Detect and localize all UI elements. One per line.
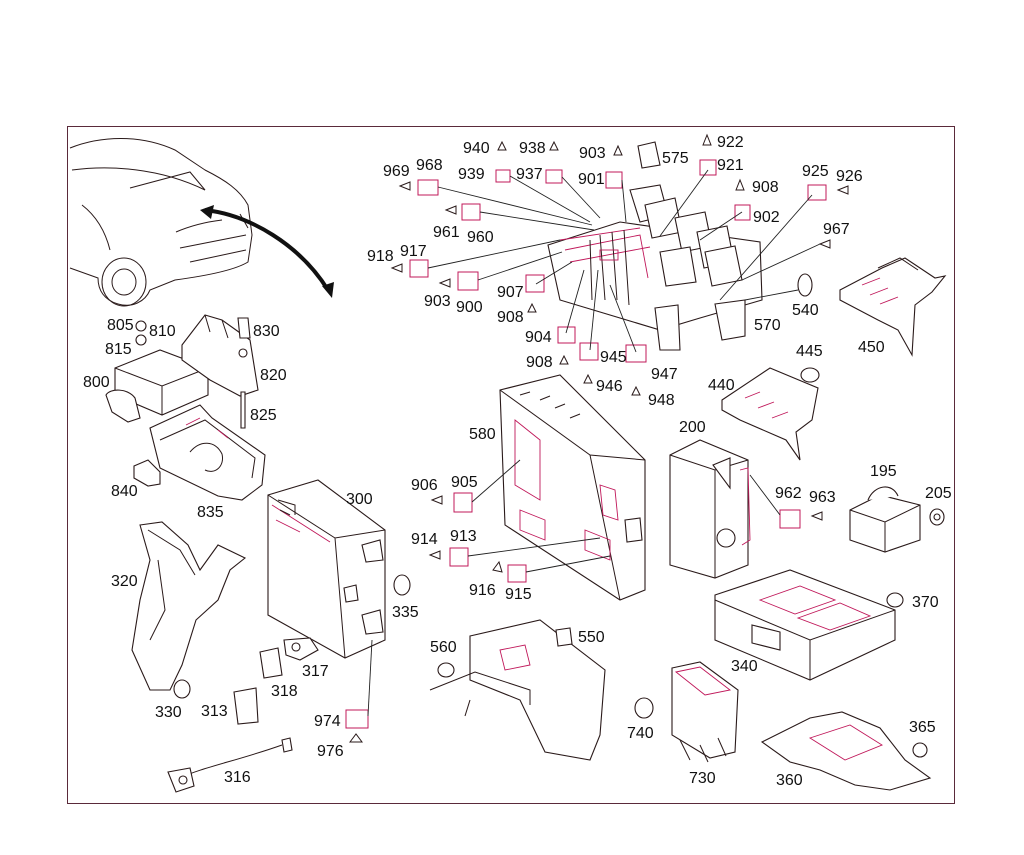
- label-550: 550: [578, 629, 605, 646]
- label-903: 903: [579, 145, 606, 162]
- label-916: 916: [469, 582, 496, 599]
- label-925: 925: [802, 163, 829, 180]
- label-560: 560: [430, 639, 457, 656]
- label-825: 825: [250, 407, 277, 424]
- label-967: 967: [823, 221, 850, 238]
- label-918: 918: [367, 248, 394, 265]
- bracket-360: [760, 711, 932, 791]
- label-946: 946: [596, 378, 623, 395]
- label-805: 805: [107, 317, 134, 334]
- label-938: 938: [519, 140, 546, 157]
- label-370: 370: [912, 594, 939, 611]
- fuse-relay-box-570: [547, 184, 763, 351]
- label-902: 902: [753, 209, 780, 226]
- label-335: 335: [392, 604, 419, 621]
- label-917: 917: [400, 243, 427, 260]
- label-360: 360: [776, 772, 803, 789]
- label-901: 901: [578, 171, 605, 188]
- label-945: 945: [600, 349, 627, 366]
- label-900: 900: [456, 299, 483, 316]
- label-205: 205: [925, 485, 952, 502]
- control-unit-340: [714, 569, 904, 681]
- label-908: 908: [497, 309, 524, 326]
- label-445: 445: [796, 343, 823, 360]
- label-730: 730: [689, 770, 716, 787]
- label-316: 316: [224, 769, 251, 786]
- label-960: 960: [467, 229, 494, 246]
- label-908: 908: [752, 179, 779, 196]
- label-200: 200: [679, 419, 706, 436]
- bracket-450: [839, 257, 947, 357]
- label-365: 365: [909, 719, 936, 736]
- control-unit-200: [669, 439, 823, 579]
- control-unit-195: [849, 486, 945, 553]
- label-937: 937: [516, 166, 543, 183]
- housing-835: [133, 404, 266, 501]
- diagram-frame: [67, 126, 955, 804]
- label-575: 575: [662, 150, 689, 167]
- label-968: 968: [416, 157, 443, 174]
- label-976: 976: [317, 743, 344, 760]
- label-947: 947: [651, 366, 678, 383]
- label-969: 969: [383, 163, 410, 180]
- label-962: 962: [775, 485, 802, 502]
- small-parts-31x: [167, 637, 319, 793]
- label-905: 905: [451, 474, 478, 491]
- label-570: 570: [754, 317, 781, 334]
- label-340: 340: [731, 658, 758, 675]
- connector-icons-fusebox: [390, 133, 849, 396]
- label-835: 835: [197, 504, 224, 521]
- fusebox-leader-lines: [427, 169, 821, 353]
- label-908: 908: [526, 354, 553, 371]
- label-330: 330: [155, 704, 182, 721]
- vehicle-outline-icon: [69, 138, 334, 307]
- label-815: 815: [105, 341, 132, 358]
- label-580: 580: [469, 426, 496, 443]
- label-830: 830: [253, 323, 280, 340]
- label-921: 921: [717, 157, 744, 174]
- label-904: 904: [525, 329, 552, 346]
- label-313: 313: [201, 703, 228, 720]
- label-740: 740: [627, 725, 654, 742]
- bracket-320: [131, 521, 247, 699]
- connectors-580: [428, 459, 611, 583]
- label-195: 195: [870, 463, 897, 480]
- label-810: 810: [149, 323, 176, 340]
- label-320: 320: [111, 573, 138, 590]
- control-unit-580: [499, 374, 646, 601]
- label-317: 317: [302, 663, 329, 680]
- label-800: 800: [83, 374, 110, 391]
- label-318: 318: [271, 683, 298, 700]
- label-913: 913: [450, 528, 477, 545]
- module-800-group: [105, 314, 259, 429]
- label-940: 940: [463, 140, 490, 157]
- label-939: 939: [458, 166, 485, 183]
- label-903: 903: [424, 293, 451, 310]
- control-unit-730: [345, 639, 739, 763]
- label-974: 974: [314, 713, 341, 730]
- label-906: 906: [411, 477, 438, 494]
- label-963: 963: [809, 489, 836, 506]
- label-820: 820: [260, 367, 287, 384]
- label-961: 961: [433, 224, 460, 241]
- label-948: 948: [648, 392, 675, 409]
- label-915: 915: [505, 586, 532, 603]
- label-922: 922: [717, 134, 744, 151]
- label-914: 914: [411, 531, 438, 548]
- label-540: 540: [792, 302, 819, 319]
- bracket-440: [721, 367, 820, 461]
- part-labels: 940 938 903 575 922 969 968 939 937 901 …: [83, 134, 952, 789]
- label-450: 450: [858, 339, 885, 356]
- bracket-560-550: [429, 619, 606, 761]
- label-840: 840: [111, 483, 138, 500]
- label-440: 440: [708, 377, 735, 394]
- label-907: 907: [497, 284, 524, 301]
- label-300: 300: [346, 491, 373, 508]
- control-unit-300: [267, 479, 411, 659]
- label-926: 926: [836, 168, 863, 185]
